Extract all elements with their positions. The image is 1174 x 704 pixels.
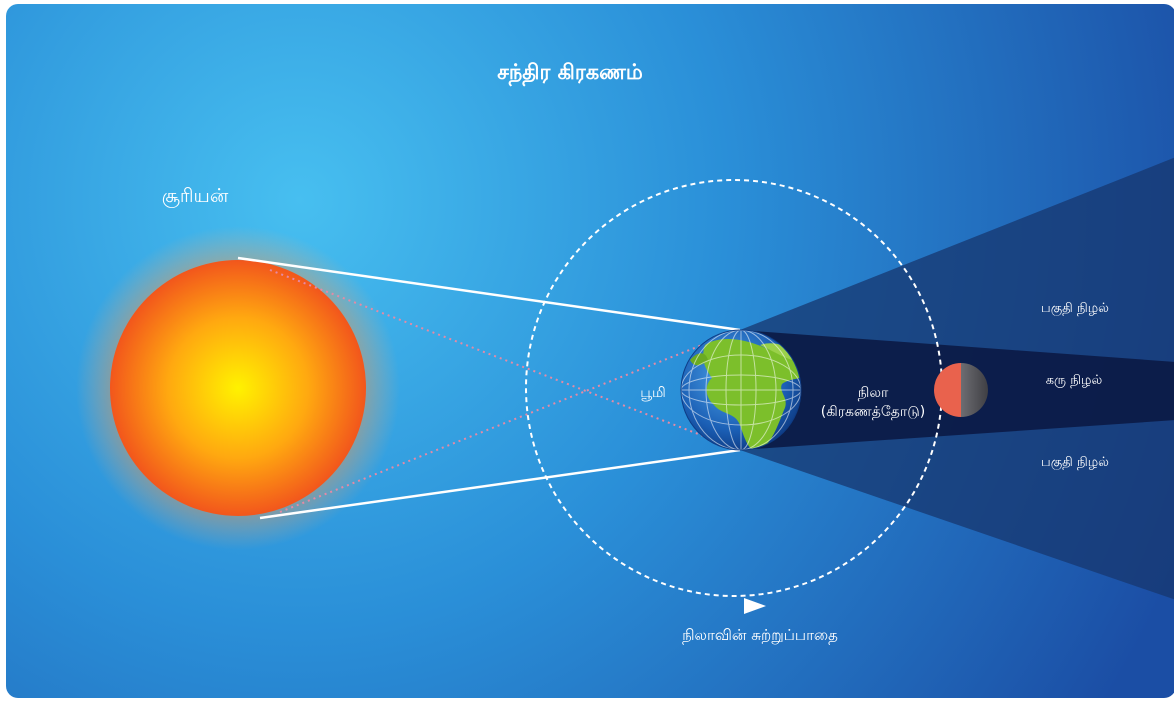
penumbra-top-label: பகுதி நிழல் xyxy=(1041,301,1109,316)
moon-orbit-label: நிலாவின் சுற்றுப்பாதை xyxy=(682,626,838,644)
diagram-title: சந்திர கிரகணம் xyxy=(497,60,643,84)
moon-label-line1: நிலா xyxy=(857,385,889,401)
sun xyxy=(110,260,366,516)
earth-label: பூமி xyxy=(640,385,666,401)
umbra-label: கரு நிழல் xyxy=(1045,373,1103,388)
moon-label: நிலா (கிரகணத்தோடு) xyxy=(808,384,938,422)
outer-ray-top xyxy=(237,256,741,332)
sun-label: சூரியன் xyxy=(161,185,229,207)
penumbra-bottom-label: பகுதி நிழல் xyxy=(1041,455,1109,470)
inner-ray-up xyxy=(279,329,741,513)
eclipsed-moon xyxy=(934,363,988,417)
moon-label-line2: (கிரகணத்தோடு) xyxy=(820,404,926,420)
outer-ray-bottom xyxy=(259,448,741,520)
earth xyxy=(680,329,802,451)
orbit-direction-arrow xyxy=(744,598,766,614)
